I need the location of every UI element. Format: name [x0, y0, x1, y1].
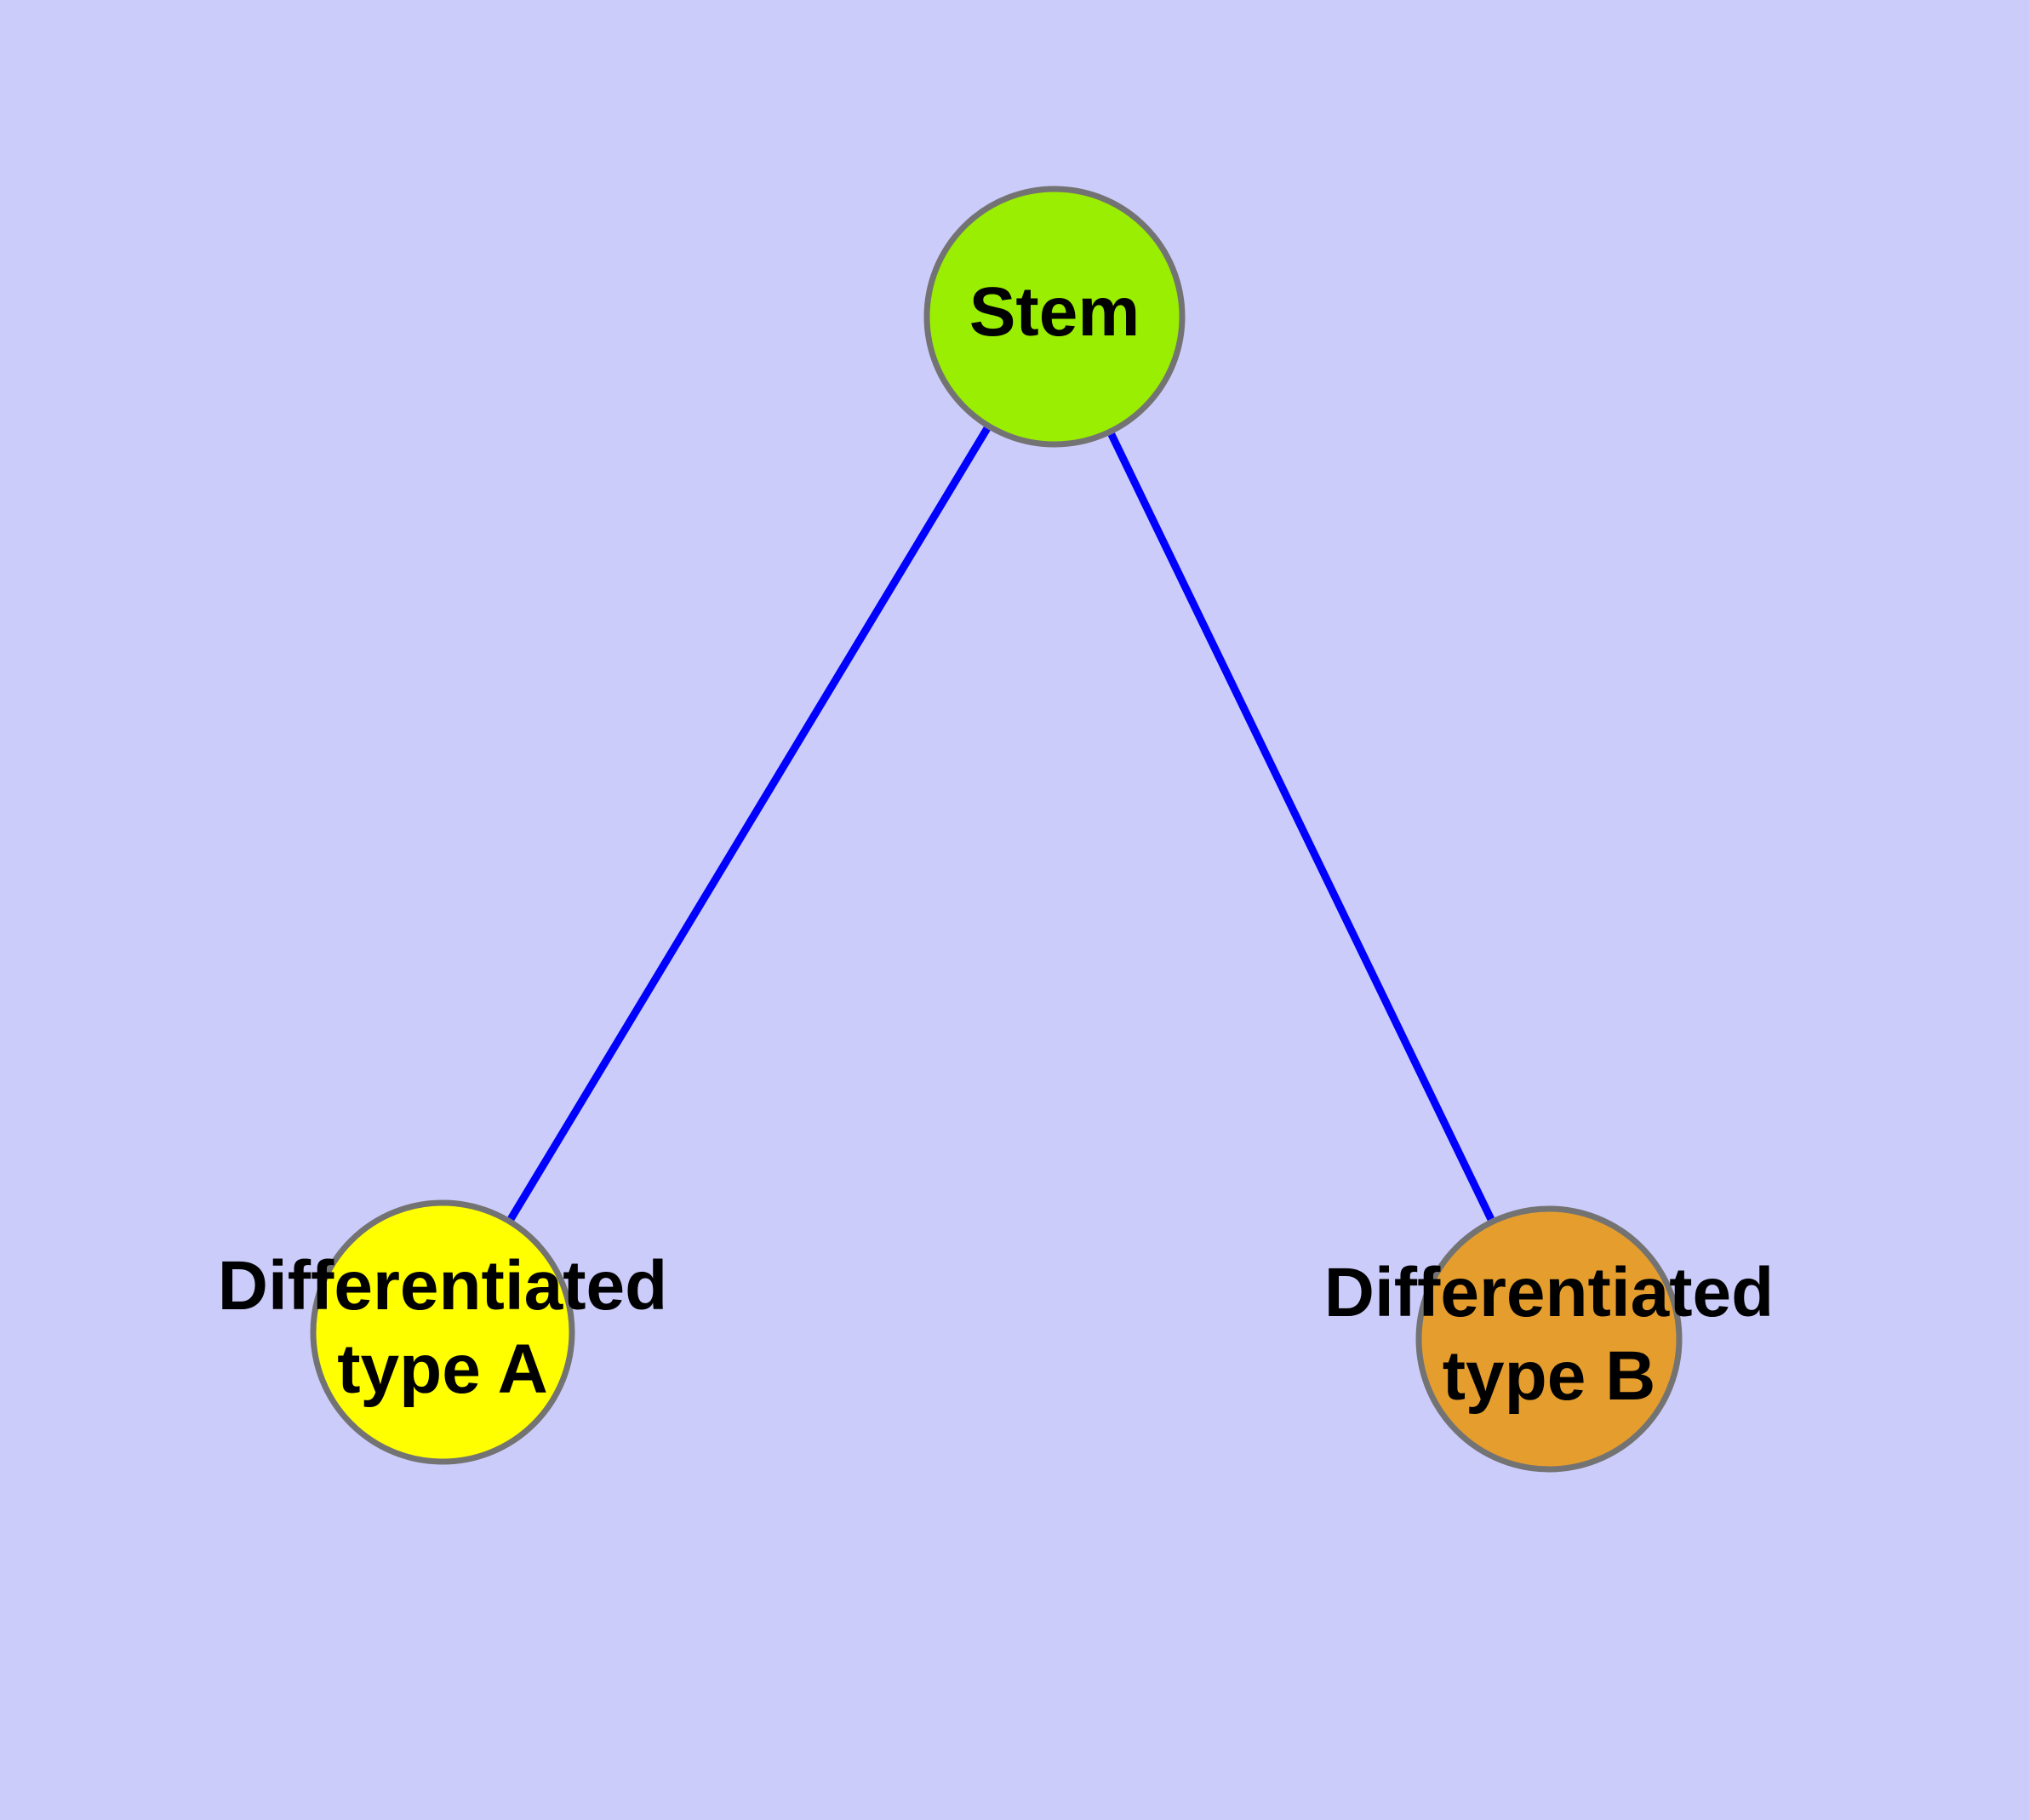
node-label-stem: Stem — [969, 273, 1140, 351]
node-label-line: type B — [1443, 1337, 1656, 1415]
node-label-line: Differentiated — [218, 1247, 668, 1325]
node-label-line: Differentiated — [1324, 1254, 1775, 1331]
edge-stem-to-diff_a — [507, 426, 991, 1222]
node-diff_a[interactable] — [310, 1199, 575, 1465]
edge-stem-to-diff_b — [1107, 432, 1495, 1222]
node-label-line: Stem — [969, 273, 1140, 351]
node-layer — [310, 186, 1683, 1473]
node-label-line: type A — [337, 1331, 548, 1408]
edge-layer — [507, 426, 1495, 1222]
node-diff_b[interactable] — [1415, 1205, 1683, 1473]
node-stem[interactable] — [923, 186, 1186, 448]
